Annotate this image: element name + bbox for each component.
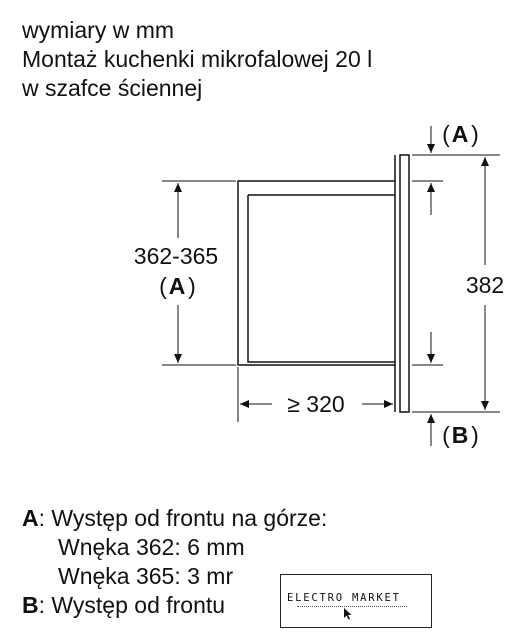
legend-b-row: B: Występ od frontu <box>22 591 327 620</box>
bottom-ref-close-paren: ) <box>471 422 479 448</box>
installation-diagram: 362-365 ( A ) 382 ( A ) ( B ) ≥ 320 <box>134 121 504 448</box>
cabinet-outline <box>237 180 396 366</box>
height-ref-close-paren: ) <box>188 273 196 299</box>
cabinet-inner-outline <box>247 194 395 363</box>
diagram-title: Montaż kuchenki mikrofalowej 20 l <box>22 46 373 72</box>
legend-a-line3: Wnęka 365: 3 mr <box>58 563 234 589</box>
legend-a-key: A <box>22 505 39 531</box>
bottom-ref-label: B <box>452 422 469 448</box>
legend-a-line2: Wnęka 362: 6 mm <box>58 534 245 560</box>
legend-a-text: : Występ od frontu na górze: <box>38 505 328 531</box>
diagram-subtitle: w szafce ściennej <box>22 75 203 101</box>
total-height-label: 382 <box>466 272 504 298</box>
title-block: wymiary w mm Montaż kuchenki mikrofalowe… <box>22 16 372 103</box>
top-ref-close-paren: ) <box>471 121 479 147</box>
height-ref-label: A <box>169 273 186 299</box>
top-ref-open-paren: ( <box>442 121 450 147</box>
height-ref-open-paren: ( <box>159 273 167 299</box>
depth-label: ≥ 320 <box>287 391 344 417</box>
legend-b-key: B <box>22 592 39 618</box>
units-note: wymiary w mm <box>22 17 175 43</box>
front-frame <box>399 154 410 413</box>
top-ref-label: A <box>452 121 469 147</box>
height-range-label: 362-365 <box>134 243 218 269</box>
legend-b-text: : Występ od frontu <box>38 592 226 618</box>
cursor-icon <box>344 608 352 620</box>
watermark-subline <box>297 606 407 610</box>
legend: A: Występ od frontu na górze: Wnęka 362:… <box>22 504 327 620</box>
watermark-brand: ELECTRO MARKET <box>287 592 401 604</box>
legend-a-row: A: Występ od frontu na górze: <box>22 504 327 533</box>
bottom-ref-open-paren: ( <box>442 422 450 448</box>
watermark-stamp: ELECTRO MARKET <box>280 574 432 628</box>
